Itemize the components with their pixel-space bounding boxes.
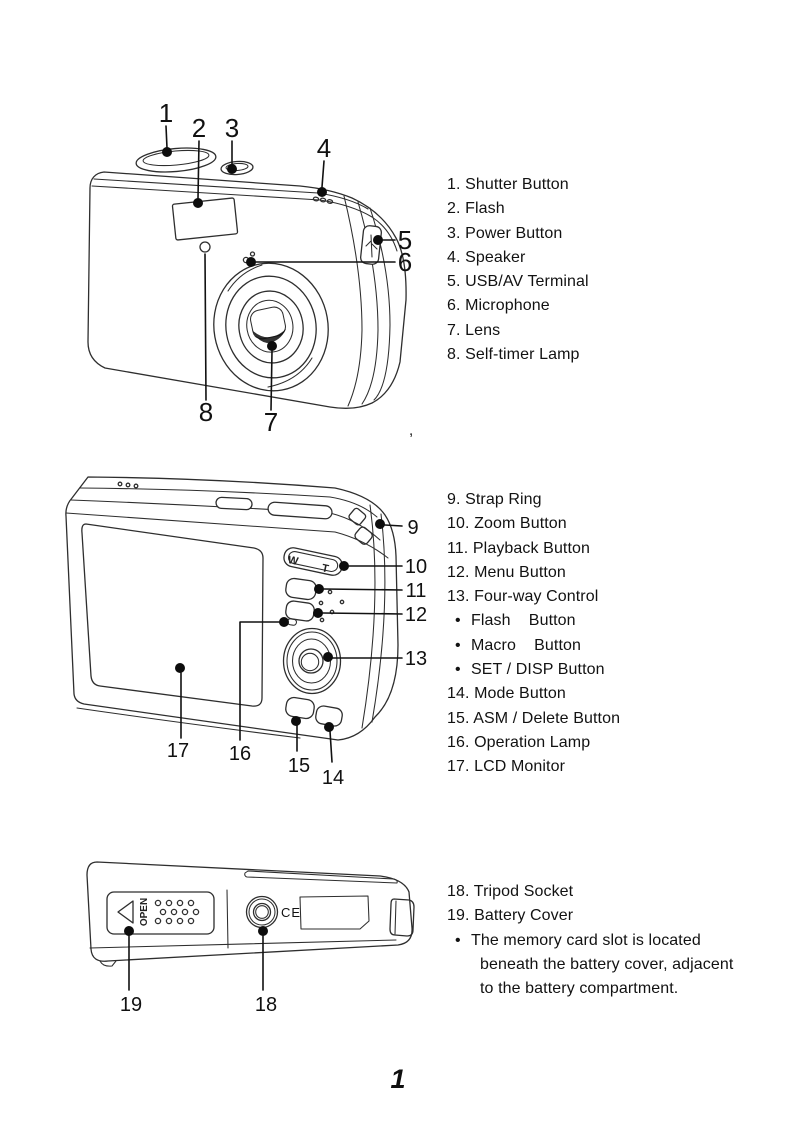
top-shutter-pill xyxy=(215,496,253,511)
figure-rear-view: W T xyxy=(65,476,427,789)
open-arrow-icon xyxy=(117,900,134,924)
open-engraving: OPEN xyxy=(139,898,150,926)
callout-9: 9 xyxy=(407,517,418,539)
flash-shape xyxy=(171,197,239,241)
callout-3: 3 xyxy=(225,113,239,143)
rear-top-holes xyxy=(117,481,139,489)
battery-cover-grip-holes xyxy=(154,899,200,925)
label-shutter-button: 1. Shutter Button xyxy=(447,176,569,193)
usb-av-terminal-shape xyxy=(360,225,382,265)
top-grip-pill xyxy=(267,501,333,520)
camera-rear-drawing: W T xyxy=(65,476,427,789)
speaker-holes xyxy=(312,196,334,204)
label-speaker: 4. Speaker xyxy=(447,248,526,266)
ce-mark: CE xyxy=(281,905,301,920)
power-button-shape xyxy=(220,160,254,176)
rear-view-labels: 9. Strap Ring 10. Zoom Button 11. Playba… xyxy=(447,488,620,780)
shutter-button-shape xyxy=(135,147,217,173)
note-memory-card-3: to the battery compartment. xyxy=(480,980,679,998)
note-memory-card-1: •The memory card slot is located xyxy=(447,929,733,953)
front-view-labels: 1. Shutter Button 2. Flash 3. Power Butt… xyxy=(447,173,589,367)
callout-18: 18 xyxy=(255,994,277,1016)
zoom-wide-mark: W xyxy=(287,554,300,568)
label-mode-button: 14. Mode Button xyxy=(447,685,566,703)
zoom-button-shape: W T xyxy=(283,547,343,576)
bullet-icon: • xyxy=(455,612,461,630)
stray-comma: , xyxy=(409,422,414,439)
figure-bottom-view: OPEN CE xyxy=(86,861,415,1016)
label-four-way-control: 13. Four-way Control xyxy=(447,588,599,606)
callout-8: 8 xyxy=(199,397,213,427)
label-usb-av-terminal: 5. USB/AV Terminal xyxy=(447,273,589,291)
callout-6: 6 xyxy=(398,247,412,277)
callout-12: 12 xyxy=(405,604,427,626)
bullet-icon: • xyxy=(455,636,461,654)
label-power-button: 3. Power Button xyxy=(447,224,563,242)
strap-ring-shape xyxy=(348,507,373,545)
self-timer-lamp-shape xyxy=(199,241,211,253)
callout-7: 7 xyxy=(264,407,278,437)
camera-body-outline xyxy=(87,171,407,409)
battery-cover-shape: OPEN xyxy=(106,891,215,935)
camera-front-drawing: 1 2 3 4 5 6 7 8 xyxy=(87,98,412,437)
callout-5: 5 xyxy=(398,225,412,255)
lens-shape xyxy=(213,262,329,392)
callout-4: 4 xyxy=(317,133,331,163)
bullet-icon: • xyxy=(455,931,461,949)
callout-13: 13 xyxy=(405,648,427,670)
front-callouts: 1 2 3 4 5 6 7 8 xyxy=(159,98,412,437)
label-flash-button: •Flash Button xyxy=(447,609,620,633)
label-battery-cover: 19. Battery Cover xyxy=(447,907,574,925)
zoom-tele-mark: T xyxy=(321,562,330,575)
label-set-disp-button: •SET / DISP Button xyxy=(447,658,620,682)
callout-19: 19 xyxy=(120,994,142,1016)
rear-callouts: 9 10 11 12 13 14 15 16 17 xyxy=(167,517,427,789)
callout-2: 2 xyxy=(192,113,206,143)
page-number: 1 xyxy=(390,1064,406,1094)
bottom-top-strip xyxy=(244,870,398,884)
bottom-view-labels: 18. Tripod Socket 19. Battery Cover •The… xyxy=(447,880,733,1001)
callout-15: 15 xyxy=(288,755,310,777)
label-strap-ring: 9. Strap Ring xyxy=(447,491,542,508)
bottom-callouts: 19 18 xyxy=(120,926,277,1016)
callout-17: 17 xyxy=(167,740,189,762)
label-operation-lamp: 16. Operation Lamp xyxy=(447,733,591,751)
label-lens: 7. Lens xyxy=(447,321,501,339)
label-asm-delete-button: 15. ASM / Delete Button xyxy=(447,709,621,727)
lens-aperture-shape xyxy=(249,306,287,343)
label-lcd-monitor: 17. LCD Monitor xyxy=(447,758,565,776)
label-macro-button: •Macro Button xyxy=(447,634,620,658)
bottom-plate-shape xyxy=(299,895,370,930)
label-tripod-socket: 18. Tripod Socket xyxy=(447,883,574,900)
set-disp-button-shape xyxy=(298,648,324,674)
playback-button-shape xyxy=(285,577,317,601)
label-flash: 2. Flash xyxy=(447,200,505,218)
label-zoom-button: 10. Zoom Button xyxy=(447,515,567,533)
side-terminal-shape xyxy=(389,898,415,937)
label-self-timer-lamp: 8. Self-timer Lamp xyxy=(447,346,580,364)
callout-1: 1 xyxy=(159,98,173,128)
label-microphone: 6. Microphone xyxy=(447,297,550,315)
label-playback-button: 11. Playback Button xyxy=(447,539,591,557)
lcd-monitor-shape xyxy=(81,523,264,707)
figure-front-top-view: 1 2 3 4 5 6 7 8 xyxy=(87,98,412,437)
label-menu-button: 12. Menu Button xyxy=(447,563,566,581)
bullet-icon: • xyxy=(455,661,461,679)
callout-11: 11 xyxy=(406,580,427,602)
note-memory-card-2: beneath the battery cover, adjacent xyxy=(480,955,734,973)
callout-14: 14 xyxy=(322,767,344,789)
camera-bottom-drawing: OPEN CE xyxy=(86,861,415,1016)
callout-10: 10 xyxy=(405,556,427,578)
callout-16: 16 xyxy=(229,743,251,765)
